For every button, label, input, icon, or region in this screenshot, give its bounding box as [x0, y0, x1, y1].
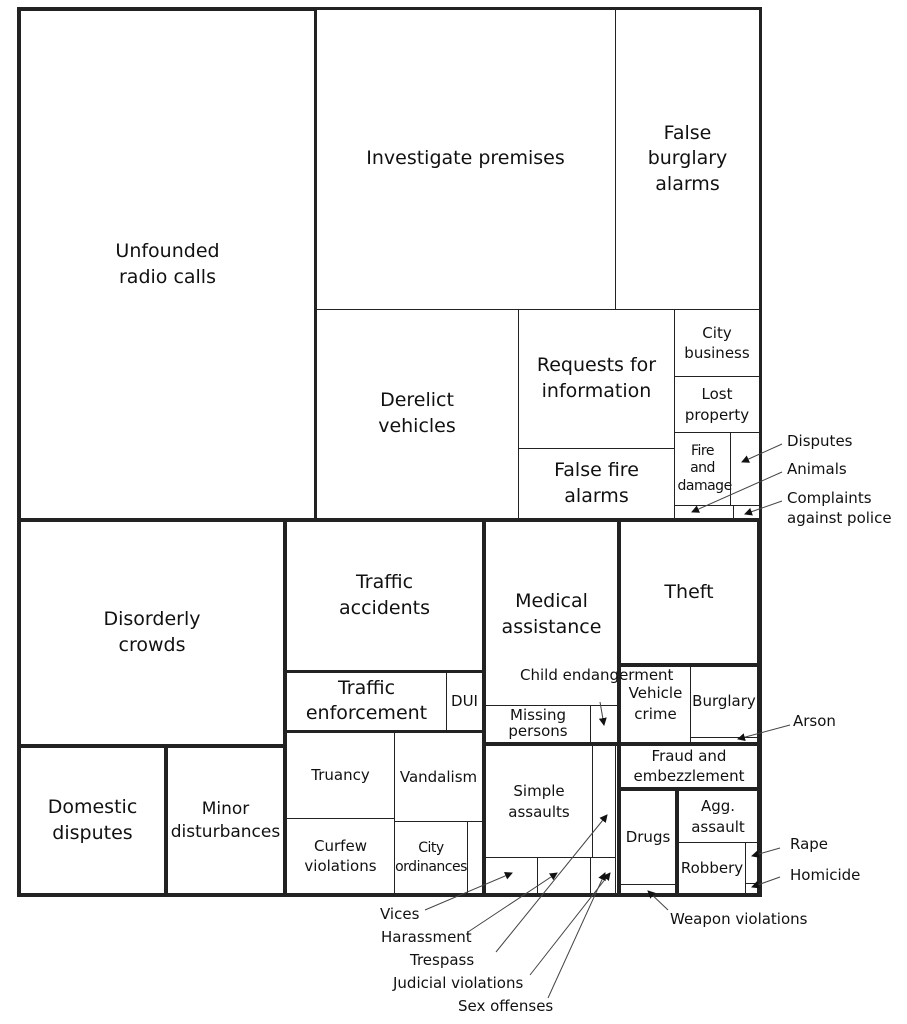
label: Curfew violations [304, 836, 377, 875]
cell-traffic-enforcement: Traffic enforcement [286, 671, 447, 731]
cell-false-fire-alarms: False fire alarms [518, 448, 675, 519]
label: Burglary [692, 691, 756, 710]
label: Drugs [625, 828, 671, 847]
label: Unfounded radio calls [115, 239, 220, 288]
arrow-sex [547, 872, 606, 999]
cell-requests-for-information: Requests for information [518, 309, 675, 449]
label: Missing persons [508, 706, 568, 740]
label: Medical assistance [501, 590, 602, 638]
treemap-frame [17, 7, 762, 897]
arrow-trespass [495, 814, 608, 953]
cell-missing-persons: Missing persons [485, 705, 591, 743]
callout-weapon-violations: Weapon violations [670, 910, 808, 928]
label: Minor disturbances [170, 798, 281, 842]
cell-traffic-accidents: Traffic accidents [284, 519, 485, 673]
cell-curfew-violations: Curfew violations [286, 818, 395, 894]
arrow-arson [737, 724, 791, 742]
callout-animals: Animals [787, 460, 847, 478]
label: Agg. assault [691, 797, 745, 836]
callout-rape: Rape [790, 835, 829, 853]
label: Vehicle crime [628, 684, 683, 723]
callout-disputes: Disputes [787, 432, 853, 450]
cell-arson [690, 737, 758, 743]
arrow-animals [691, 471, 783, 513]
label: Lost property [684, 385, 750, 424]
label: Domestic disputes [47, 795, 138, 844]
arrow-weapon [647, 890, 669, 911]
callout-complaints: Complaints against police [787, 489, 892, 528]
label: Robbery [680, 858, 744, 877]
label: Traffic accidents [339, 571, 430, 619]
label: Simple assaults [508, 782, 570, 821]
cell-agg-assault: Agg. assault [678, 790, 758, 843]
arrow-harassment [467, 872, 558, 933]
label: False burglary alarms [647, 121, 728, 195]
label: City business [684, 323, 750, 362]
callout-trespass: Trespass [410, 951, 475, 969]
label: Investigate premises [366, 147, 565, 170]
label: Derelict vehicles [378, 389, 456, 437]
label: Fire and damage [677, 442, 733, 494]
label: False fire alarms [554, 458, 639, 507]
cell-medical-assistance: Medical assistance [485, 521, 618, 706]
cell-child-endangerment [590, 705, 618, 743]
cell-judicial-violations [590, 857, 616, 894]
label: Truancy [311, 766, 370, 785]
arrow-judicial [529, 872, 611, 976]
label: Requests for information [536, 354, 657, 402]
cell-vices [467, 821, 483, 894]
label: Vandalism [399, 767, 478, 786]
label: DUI [451, 691, 478, 710]
arrow-vices [424, 872, 513, 911]
callout-homicide: Homicide [790, 866, 861, 884]
callout-arson: Arson [793, 712, 836, 730]
label: Traffic enforcement [305, 677, 428, 724]
arrow-homicide [751, 876, 781, 889]
arrow-disputes [741, 443, 783, 463]
label: Fraud and embezzlement [633, 747, 745, 785]
label: Disorderly crowds [103, 608, 201, 656]
arrow-rape [751, 847, 781, 858]
cell-false-burglary-alarms: False burglary alarms [615, 8, 760, 310]
arrow-child [598, 701, 607, 726]
label: City ordinances [395, 839, 467, 875]
callout-judicial-violations: Judicial violations [393, 974, 524, 992]
label: Theft [664, 580, 714, 603]
callout-vices: Vices [380, 905, 420, 923]
callout-sex-offenses: Sex offenses [458, 997, 554, 1015]
callout-harassment: Harassment [381, 928, 472, 946]
arrow-complaints [744, 500, 783, 516]
